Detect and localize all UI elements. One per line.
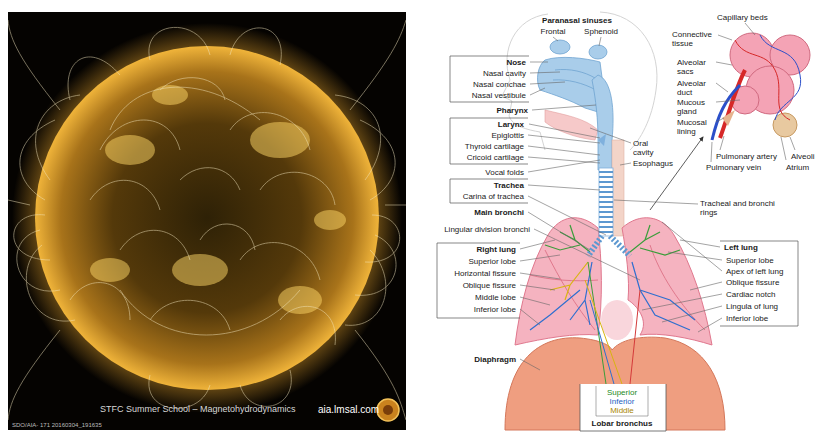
sun-image xyxy=(8,12,406,430)
part-label: Carina of trachea xyxy=(463,192,524,201)
part-label: Mucous gland xyxy=(677,98,715,116)
part-label: Epiglottis xyxy=(492,131,524,140)
watermark: SDO/AIA- 171 20160304_191635 xyxy=(12,421,102,430)
part-label: Oblique fissure xyxy=(463,281,516,290)
group-heading: Left lung xyxy=(724,243,758,252)
color-key: Superior xyxy=(607,388,637,397)
group-heading: Diaphragm xyxy=(474,355,516,364)
group-heading: Paranasal sinuses xyxy=(542,16,612,25)
part-label: Superior lobe xyxy=(468,257,516,266)
part-label: Apex of left lung xyxy=(726,267,783,276)
respiratory-illustration xyxy=(437,12,810,431)
part-label: Alveolar duct xyxy=(677,79,715,97)
color-key: Inferior xyxy=(610,397,635,406)
part-label: Alveoli xyxy=(791,152,815,161)
part-label: Nasal cavity xyxy=(483,69,526,78)
part-label: Cardiac notch xyxy=(726,290,775,299)
part-label: Nasal conchae xyxy=(473,80,526,89)
group-heading: Main bronchi xyxy=(474,208,524,217)
part-label: Nasal vestibule xyxy=(472,91,526,100)
part-label: Inferior lobe xyxy=(474,305,516,314)
part-label: Alveolar sacs xyxy=(677,58,715,76)
color-key: Middle xyxy=(610,406,634,415)
part-label: Lingular division bronchi xyxy=(444,225,530,234)
part-label: Horizontal fissure xyxy=(454,269,516,278)
part-label: Inferior lobe xyxy=(726,314,768,323)
watermark: STFC Summer School – Magnetohydrodynamic… xyxy=(100,404,296,415)
watermark: aia.lmsal.com xyxy=(318,404,379,416)
part-label: Mucosal lining xyxy=(677,118,715,136)
group-heading: Larynx xyxy=(498,120,524,129)
part-label: Vocal folds xyxy=(485,168,524,177)
group-heading: Pharynx xyxy=(496,106,528,115)
group-heading: Nose xyxy=(506,58,526,67)
part-label: Cricoid cartilage xyxy=(467,153,524,162)
part-label: Superior lobe xyxy=(726,256,774,265)
part-label: Frontal xyxy=(541,27,566,36)
part-label: Sphenoid xyxy=(584,27,618,36)
group-heading: Right lung xyxy=(476,245,516,254)
part-label: Atrium xyxy=(786,163,809,172)
part-label: Oblique fissure xyxy=(726,278,779,287)
part-label: Pulmonary vein xyxy=(706,163,761,172)
part-label: Connective tissue xyxy=(672,30,718,48)
group-heading: Trachea xyxy=(494,181,524,190)
part-label: Tracheal and bronchi rings xyxy=(700,199,784,217)
part-label: Thyroid cartilage xyxy=(465,142,524,151)
group-heading: Lobar bronchus xyxy=(592,419,653,428)
part-label: Middle lobe xyxy=(475,293,516,302)
part-label: Esophagus xyxy=(633,159,673,168)
part-label: Pulmonary artery xyxy=(716,152,777,161)
part-label: Oral cavity xyxy=(633,139,663,157)
part-label: Capillary beds xyxy=(717,13,768,22)
part-label: Lingula of lung xyxy=(726,302,778,311)
